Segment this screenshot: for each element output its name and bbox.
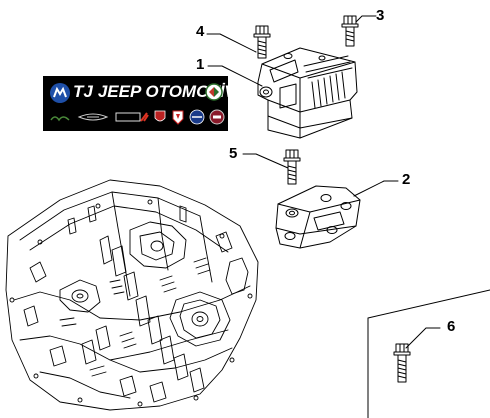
callout-3: 3 — [376, 7, 385, 24]
callout-5: 5 — [229, 145, 238, 162]
callout-6: 6 — [447, 318, 456, 335]
abarth-logo — [172, 110, 184, 125]
ram-logo — [154, 110, 166, 122]
bolt-6 — [393, 343, 411, 383]
jeep-logo — [50, 116, 70, 122]
inset-frame — [367, 289, 490, 418]
tj-mark: TJ — [73, 82, 93, 101]
bolt-3 — [341, 15, 359, 47]
callout-2: 2 — [402, 171, 411, 188]
chrysler-logo — [77, 113, 109, 121]
dealer-title: JEEP OTOMOTİV — [97, 82, 236, 101]
part-1-engine-mount — [257, 47, 358, 139]
bolt-4 — [253, 25, 271, 59]
transmission-assembly — [5, 179, 259, 411]
alfa-romeo-logo — [205, 83, 223, 101]
part-2-mounting-plate — [275, 185, 361, 249]
fiat-logo — [209, 109, 225, 125]
callout-1: 1 — [196, 56, 205, 73]
mopar-logo — [50, 83, 70, 103]
lancia-logo — [189, 109, 205, 125]
callout-4: 4 — [196, 23, 205, 40]
bolt-5 — [283, 149, 301, 185]
leader-lines — [206, 15, 441, 349]
dodge-logo — [115, 112, 149, 122]
